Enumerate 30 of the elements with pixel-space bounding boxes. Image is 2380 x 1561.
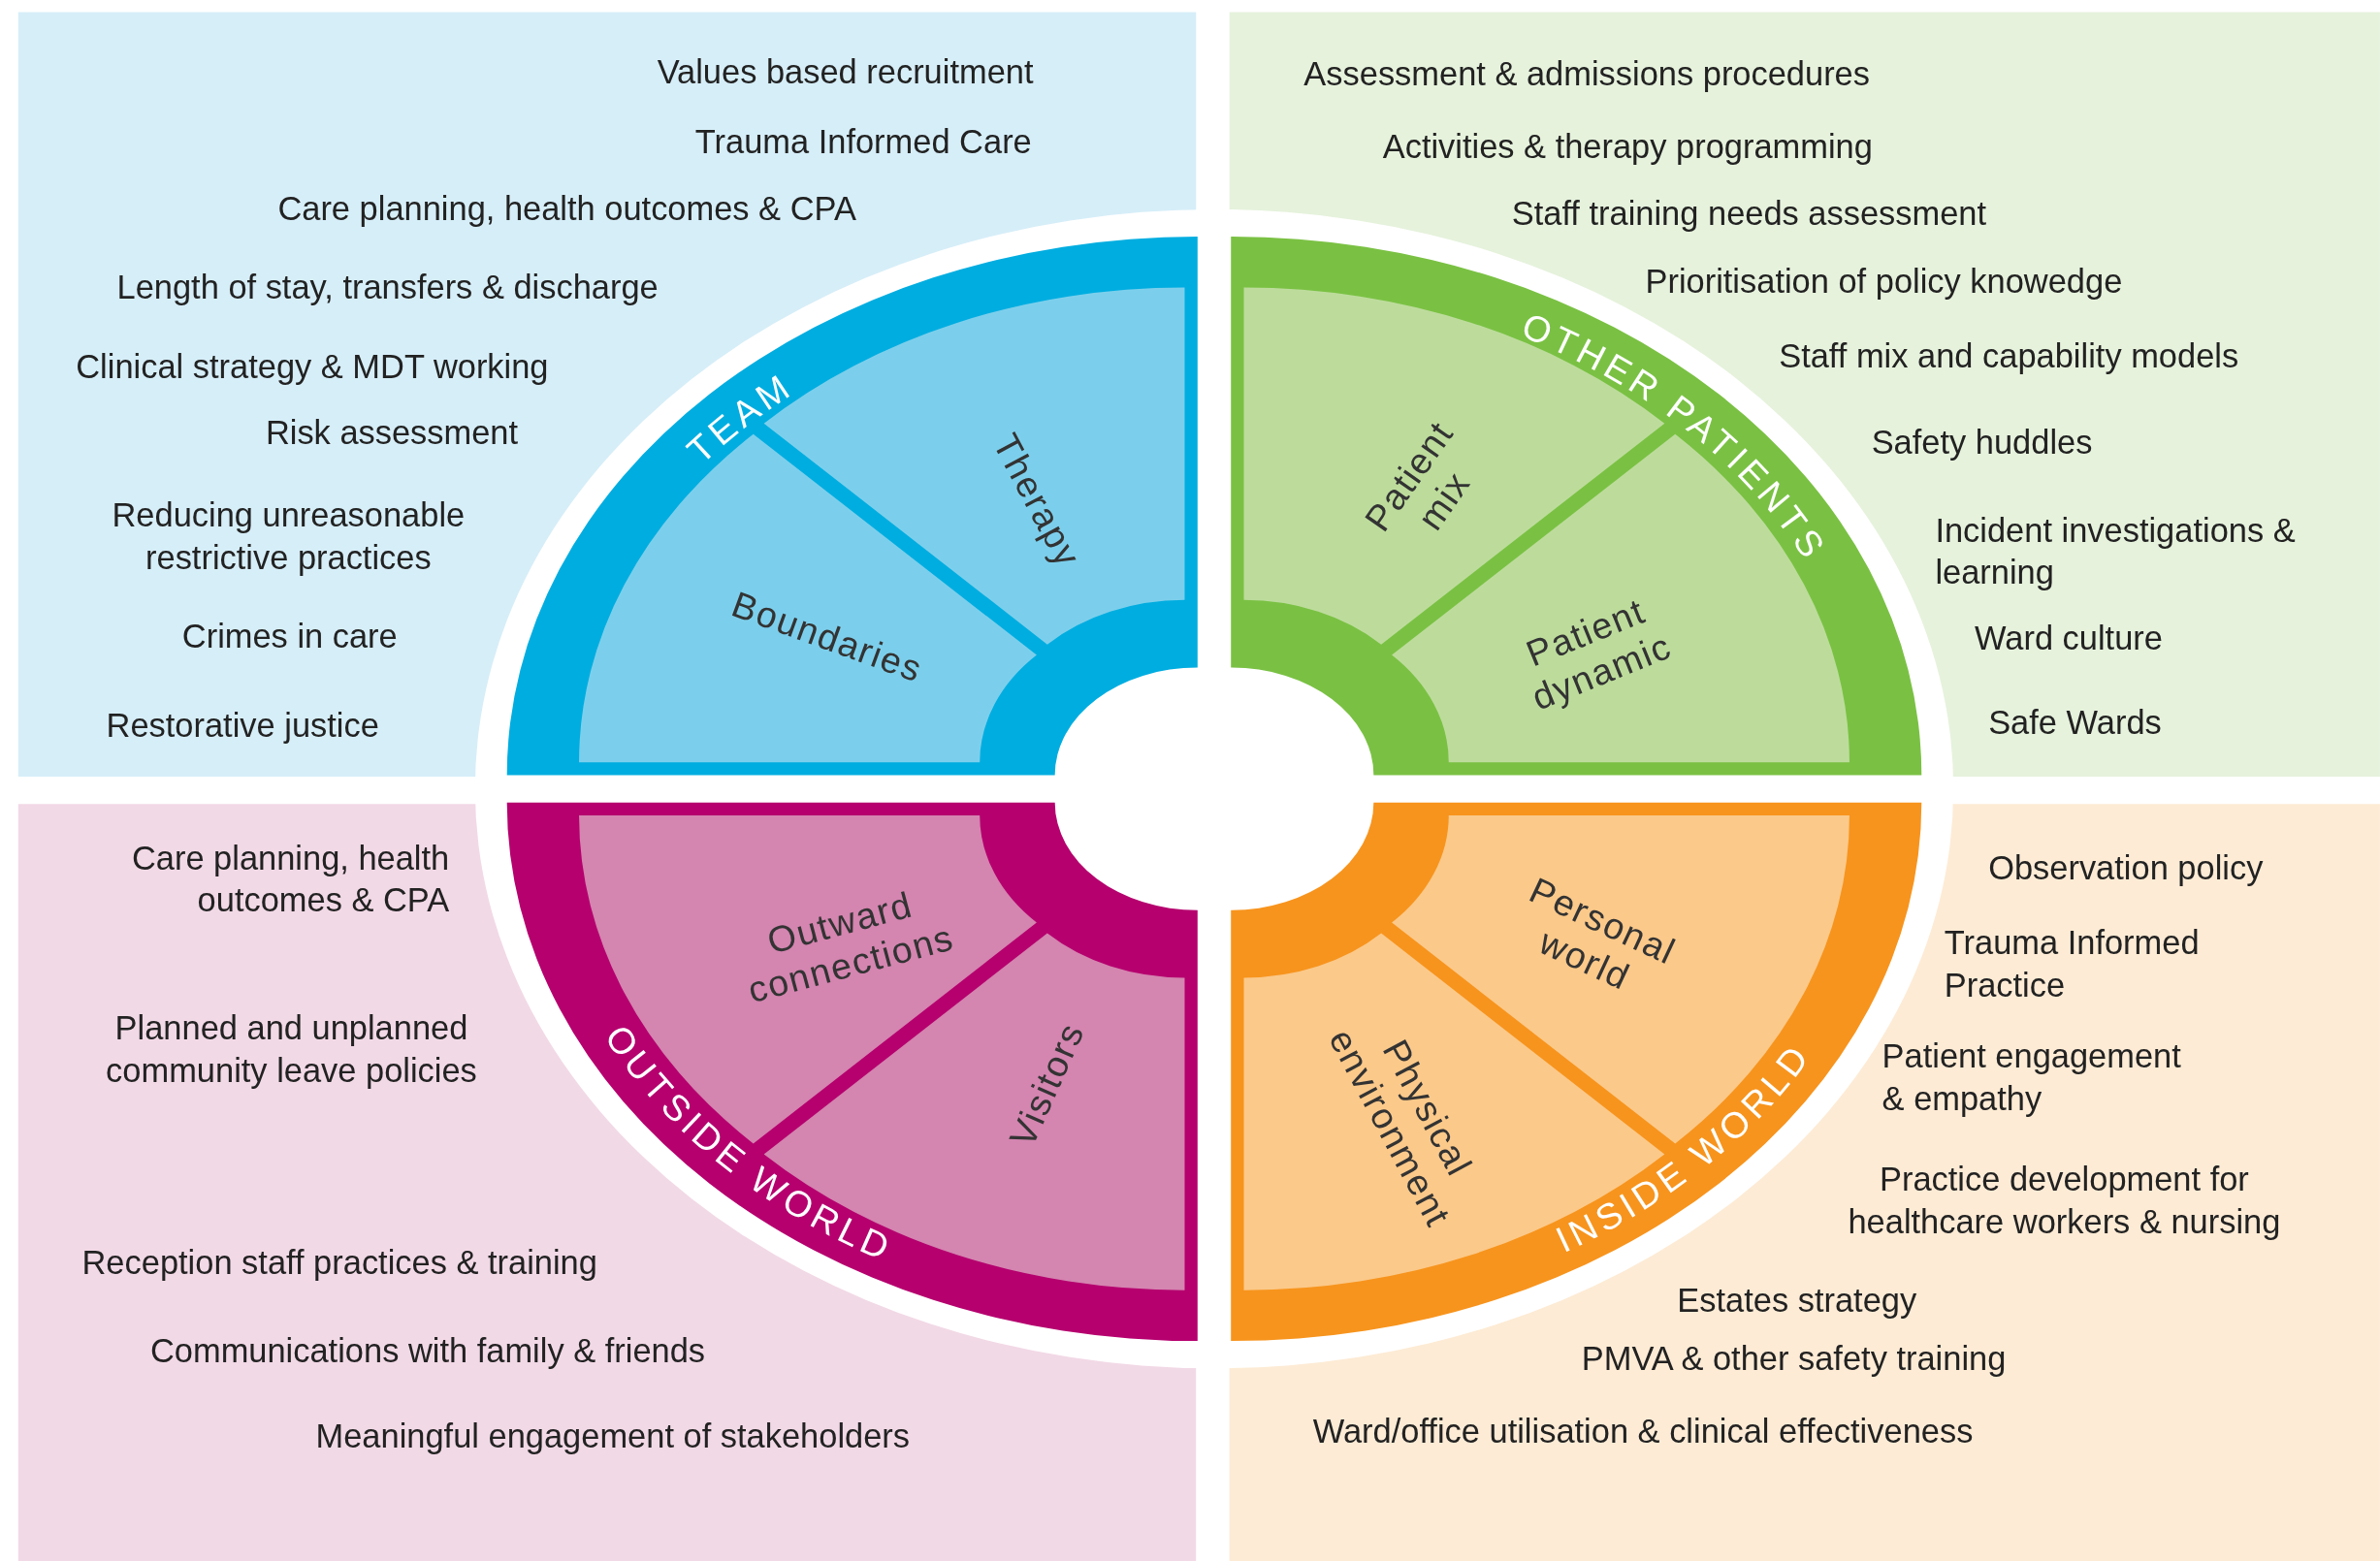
list-item: Practice development for healthcare workers & nursing <box>1847 1159 2282 1243</box>
list-item: Trauma Informed Care <box>694 121 1032 163</box>
list-item: Risk assessment <box>265 413 519 455</box>
list-item: PMVA & other safety training <box>1581 1338 2007 1380</box>
list-item: Clinical strategy & MDT working <box>76 346 549 388</box>
list-item: Staff mix and capability models <box>1779 335 2239 377</box>
list-item: Length of stay, transfers & discharge <box>116 267 659 309</box>
list-item: Ward culture <box>1975 618 2163 659</box>
list-item: Care planning, health outcomes & CPA <box>277 188 856 230</box>
list-item: Communications with family & friends <box>149 1330 706 1372</box>
list-item: Planned and unplanned community leave policies <box>105 1007 478 1092</box>
list-item: Prioritisation of policy knowedge <box>1645 261 2123 303</box>
list-item: Trauma Informed Practice <box>1944 922 2201 1006</box>
list-item: Staff training needs assessment <box>1511 193 1987 235</box>
list-item: Incident investigations & learning <box>1935 510 2297 594</box>
list-item: Reducing unreasonable restrictive practices <box>111 494 466 579</box>
list-item: Estates strategy <box>1677 1281 1917 1322</box>
list-item: Values based recruitment <box>657 51 1034 93</box>
list-item: Meaningful engagement of stakeholders <box>315 1416 910 1457</box>
list-item: Restorative justice <box>106 706 379 748</box>
list-item: Patient engagement & empathy <box>1881 1036 2182 1121</box>
list-item: Ward/office utilisation & clinical effectiveness <box>1312 1411 1974 1452</box>
list-item: Safe Wards <box>1988 702 2162 745</box>
list-item: Observation policy <box>1988 848 2264 890</box>
list-item: Assessment & admissions procedures <box>1303 53 1870 95</box>
list-item: Crimes in care <box>181 616 398 657</box>
list-item: Care planning, health outcomes & CPA <box>130 838 450 922</box>
list-item: Reception staff practices & training <box>81 1242 597 1285</box>
list-item: Safety huddles <box>1871 422 2093 463</box>
list-item: Activities & therapy programming <box>1382 126 1873 168</box>
